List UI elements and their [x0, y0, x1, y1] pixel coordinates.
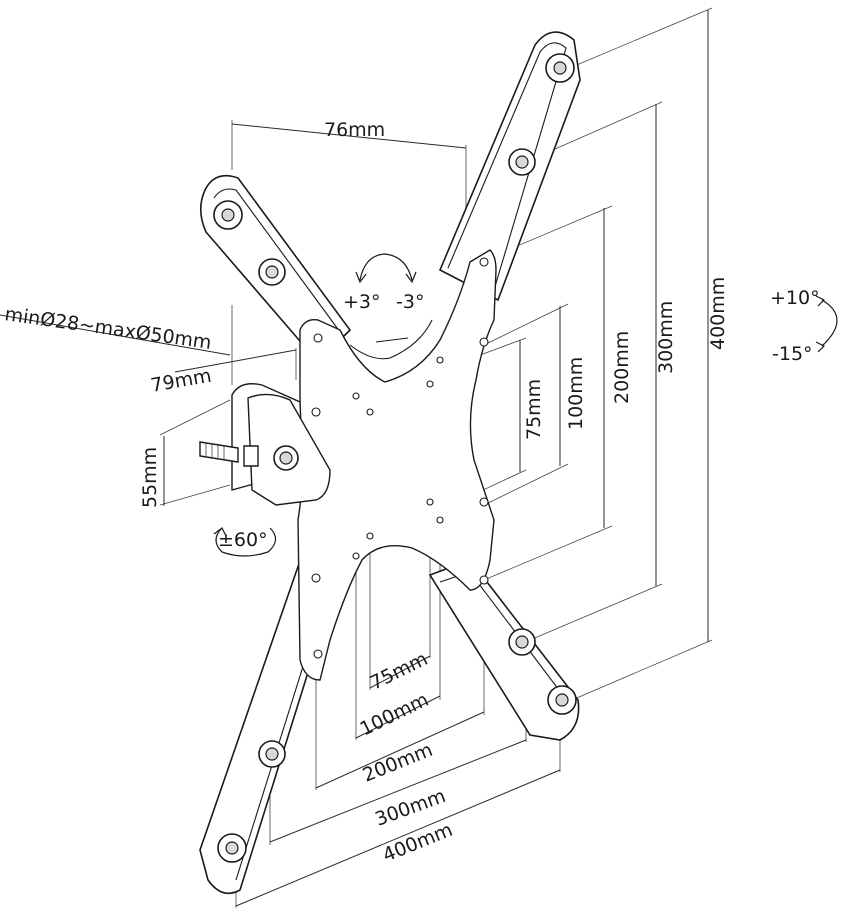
label-rotate-minus: -15° — [772, 343, 813, 365]
label-vertical-400: 400mm — [707, 277, 729, 350]
label-horizontal-200: 200mm — [360, 739, 436, 787]
label-swivel: ±60° — [218, 529, 268, 551]
label-horizontal-100: 100mm — [357, 689, 433, 741]
pole-clamp — [199, 383, 331, 506]
label-top-width: 76mm — [324, 119, 385, 141]
dimension-lines — [0, 7, 713, 908]
label-vertical-75: 75mm — [523, 379, 545, 440]
label-tilt-plus: +3° — [343, 291, 381, 313]
center-plate — [297, 249, 497, 681]
label-horizontal-75: 75mm — [367, 648, 432, 695]
label-vertical-100: 100mm — [565, 357, 587, 430]
label-tilt-minus: -3° — [396, 291, 424, 313]
rotation-arrows — [213, 253, 838, 557]
label-depth: 79mm — [149, 365, 213, 397]
label-pole-diameter: minØ28~maxØ50mm — [3, 303, 212, 354]
label-vertical-300: 300mm — [655, 301, 677, 374]
label-vertical-200: 200mm — [611, 331, 633, 404]
mounting-bosses — [213, 53, 577, 863]
label-rotate-plus: +10° — [770, 287, 820, 309]
vesa-holes — [311, 257, 489, 659]
label-height: 55mm — [139, 447, 161, 508]
